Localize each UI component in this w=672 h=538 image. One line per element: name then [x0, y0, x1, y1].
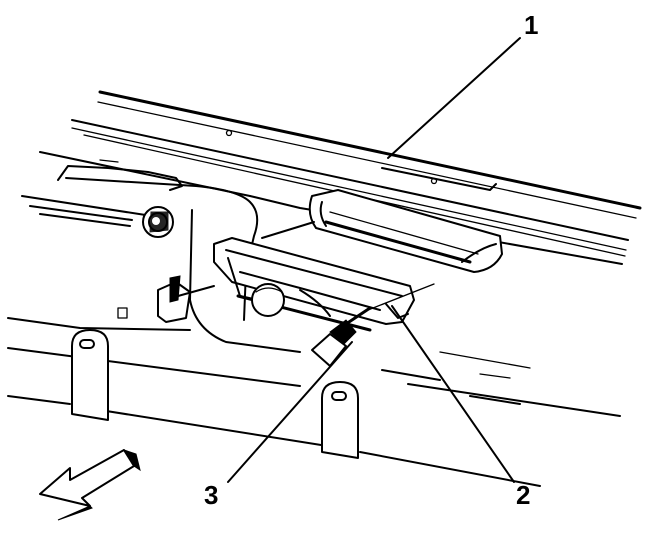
clip-tab-icon	[157, 275, 191, 323]
socket-icon	[251, 283, 285, 317]
upper-panel	[39, 90, 642, 265]
leader-lines	[177, 37, 521, 483]
callout-2: 2	[516, 480, 530, 510]
left-housing	[21, 159, 301, 353]
bulb-icon	[311, 306, 372, 367]
lamp-housing	[308, 189, 503, 273]
lower-bumper	[7, 317, 621, 487]
lens-assembly	[213, 237, 415, 332]
direction-arrow-icon	[39, 449, 141, 521]
callout-1: 1	[524, 10, 538, 40]
callout-3: 3	[204, 480, 218, 510]
bracket-left	[71, 329, 109, 421]
bracket-right	[321, 381, 359, 459]
knob-icon	[142, 206, 174, 238]
